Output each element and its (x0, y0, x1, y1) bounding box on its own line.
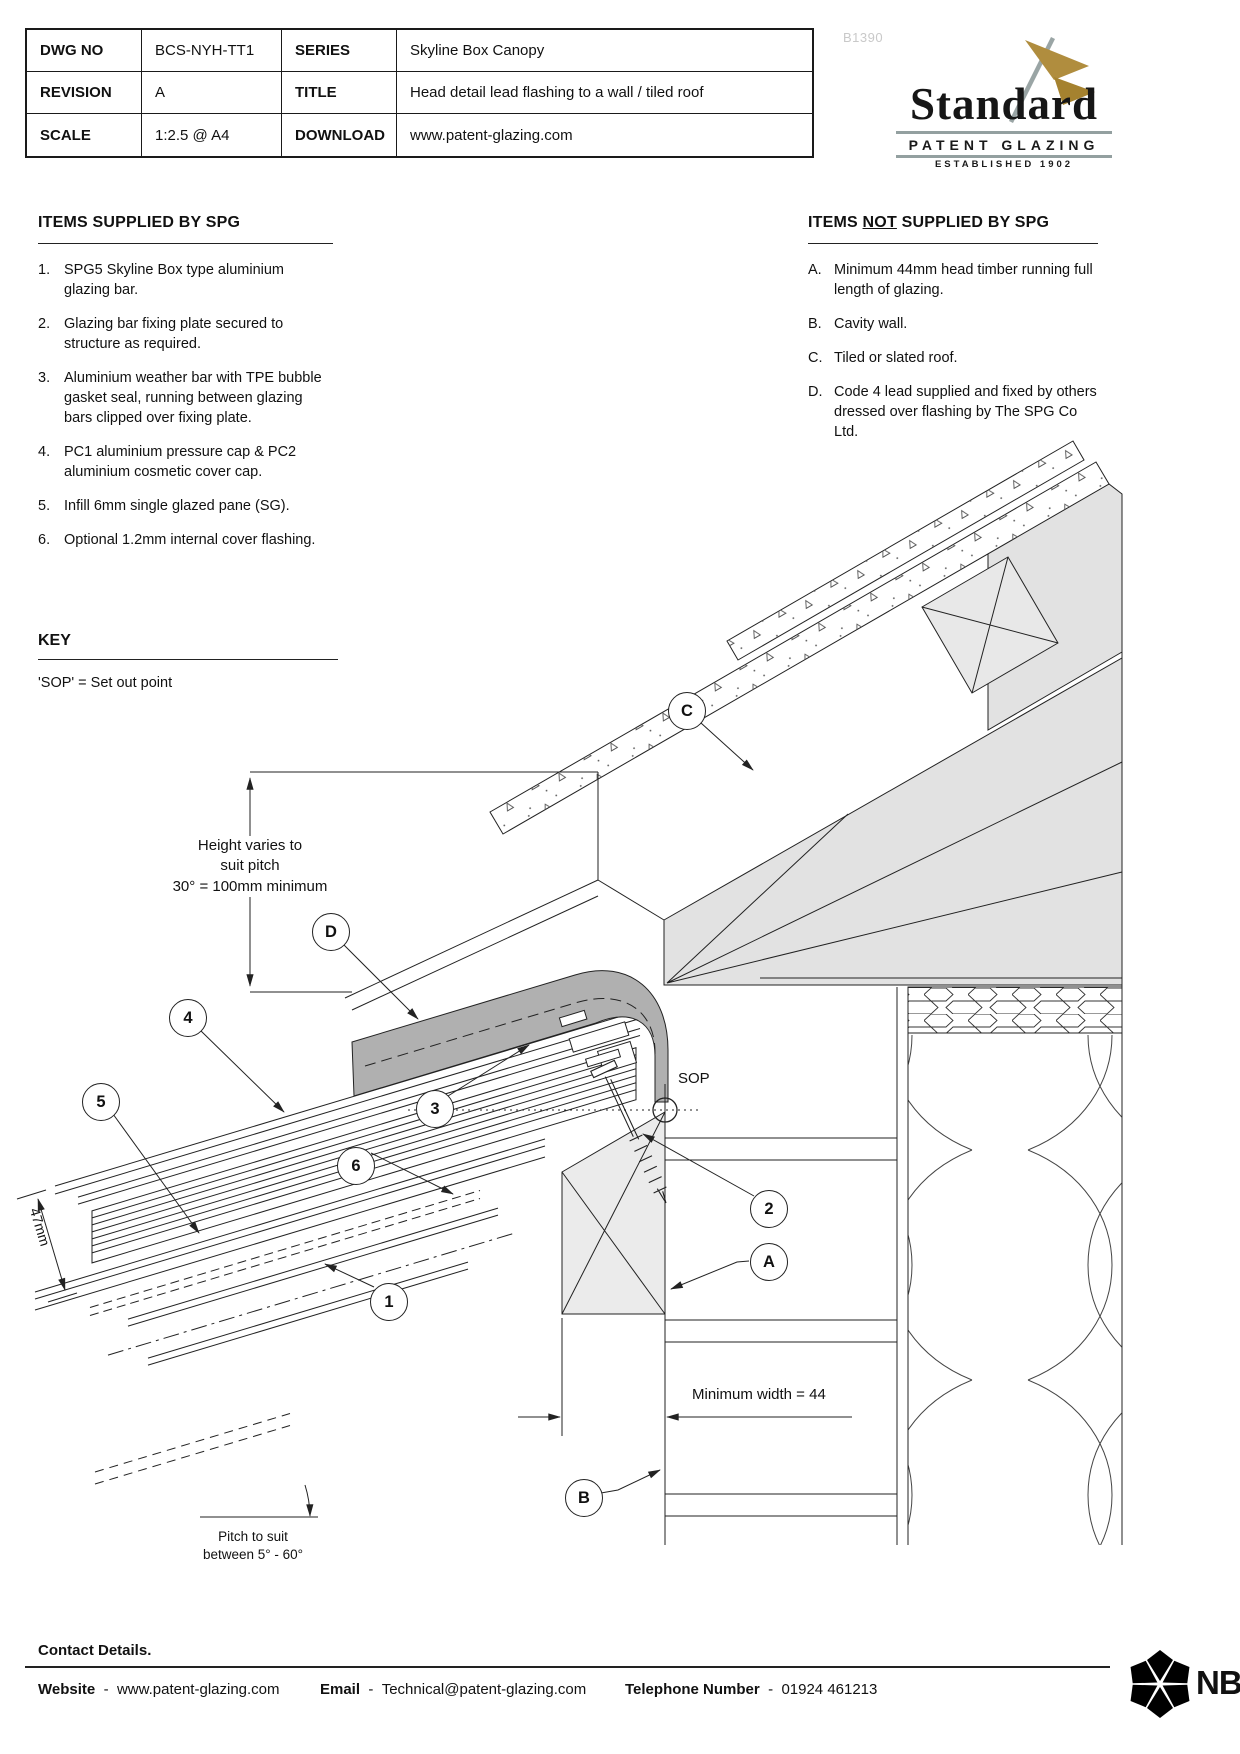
title-value: Head detail lead flashing to a wall / ti… (397, 72, 812, 114)
title-label: TITLE (282, 72, 397, 114)
items-not-supplied-list: ITEMS NOT SUPPLIED BY SPG A.Minimum 44mm… (808, 212, 1098, 456)
list-item: A.Minimum 44mm head timber running full … (808, 262, 1093, 299)
list-item: 2.Glazing bar fixing plate secured to st… (38, 316, 284, 353)
pitch-note: Pitch to suit between 5° - 60° (202, 1529, 304, 1563)
scale-value: 1:2.5 @ A4 (142, 114, 282, 156)
upstand-lines (344, 772, 665, 1011)
list-item: 4.PC1 aluminium pressure cap & PC2 alumi… (38, 444, 297, 481)
list-item: 5.Infill 6mm single glazed pane (SG). (38, 498, 290, 515)
logo-rule-top (896, 131, 1112, 134)
dwg-no-label: DWG NO (27, 30, 142, 72)
divider (38, 659, 338, 660)
download-link[interactable]: www.patent-glazing.com (410, 126, 573, 144)
nbs-logo-icon (1130, 1650, 1190, 1718)
min-width-note: Minimum width = 44 (692, 1386, 826, 1403)
lead-flashing (351, 970, 669, 1103)
list-item: D.Code 4 lead supplied and fixed by othe… (808, 384, 1097, 441)
items-not-supplied-heading: ITEMS NOT SUPPLIED BY SPG (808, 214, 1050, 231)
key-text: 'SOP' = Set out point (38, 675, 173, 691)
list-item: 3.Aluminium weather bar with TPE bubble … (38, 370, 322, 427)
head-timber (561, 1111, 666, 1315)
sop-symbol (408, 1084, 700, 1138)
items-supplied-list: ITEMS SUPPLIED BY SPG 1.SPG5 Skyline Box… (38, 212, 333, 564)
title-block: DWG NO BCS-NYH-TT1 SERIES Skyline Box Ca… (25, 28, 814, 158)
callout-c: C (668, 692, 706, 730)
revision-label: REVISION (27, 72, 142, 114)
sheet-watermark: B1390 (843, 30, 884, 45)
dwg-no-value: BCS-NYH-TT1 (142, 30, 282, 72)
list-item: B.Cavity wall. (808, 316, 908, 333)
website-link[interactable]: www.patent-glazing.com (116, 1681, 280, 1698)
glazing-bar-assembly (34, 1010, 641, 1485)
callout-3: 3 (416, 1090, 454, 1128)
list-item: 6.Optional 1.2mm internal cover flashing… (38, 532, 316, 549)
height-note: Height varies to suit pitch 30° = 100mm … (158, 836, 342, 897)
logo-wordmark: Standard (909, 79, 1099, 129)
callout-4: 4 (169, 999, 207, 1037)
fixing-screw (590, 1059, 667, 1204)
callout-2: 2 (750, 1190, 788, 1228)
callout-5: 5 (82, 1083, 120, 1121)
footer-website: Website - www.patent-glazing.com (38, 1681, 280, 1698)
callout-b: B (565, 1479, 603, 1517)
tiled-roof (489, 440, 1110, 835)
internal-flashing-dashed (89, 1190, 481, 1316)
logo-subtitle: PATENT GLAZING (908, 137, 1100, 153)
footer-email: Email - Technical@patent-glazing.com (320, 1681, 587, 1698)
pitch-arc (200, 1484, 318, 1518)
callout-6: 6 (337, 1147, 375, 1185)
callout-1: 1 (370, 1283, 408, 1321)
series-value: Skyline Box Canopy (397, 30, 812, 72)
callout-d: D (312, 913, 350, 951)
email-link[interactable]: Technical@patent-glazing.com (381, 1681, 587, 1698)
list-item: 1.SPG5 Skyline Box type aluminium glazin… (38, 262, 285, 299)
glass-pane (34, 1138, 546, 1311)
revision-value: A (142, 72, 282, 114)
list-item: C.Tiled or slated roof. (808, 350, 958, 367)
sop-label: SOP (678, 1070, 710, 1087)
cavity-wall (664, 494, 1123, 1545)
min-width-dimension (518, 1318, 852, 1436)
detail-drawing (16, 440, 1123, 1545)
divider (808, 243, 1098, 245)
scale-label: SCALE (27, 114, 142, 156)
roof-structure (663, 483, 1123, 986)
callout-a: A (750, 1243, 788, 1281)
contact-details-heading: Contact Details. (38, 1642, 152, 1659)
logo-rule-bottom (896, 155, 1112, 158)
footer-phone: Telephone Number - 01924 461213 (625, 1681, 878, 1698)
callout-leaders (112, 722, 755, 1494)
logo-established: ESTABLISHED 1902 (934, 159, 1074, 170)
footer-divider (25, 1666, 1110, 1668)
company-logo: Standard PATENT GLAZING ESTABLISHED 1902 (893, 36, 1115, 170)
key-section: KEY 'SOP' = Set out point (38, 632, 338, 691)
key-heading: KEY (38, 632, 71, 649)
download-label: DOWNLOAD (282, 114, 397, 156)
phone-number: 01924 461213 (781, 1681, 878, 1698)
divider (38, 243, 333, 245)
nbs-logo-text: NBS (1196, 1664, 1240, 1701)
series-label: SERIES (282, 30, 397, 72)
items-supplied-heading: ITEMS SUPPLIED BY SPG (38, 214, 241, 231)
bar-depth-dimension (16, 1189, 78, 1303)
logo-flag-icon (1008, 36, 1095, 124)
